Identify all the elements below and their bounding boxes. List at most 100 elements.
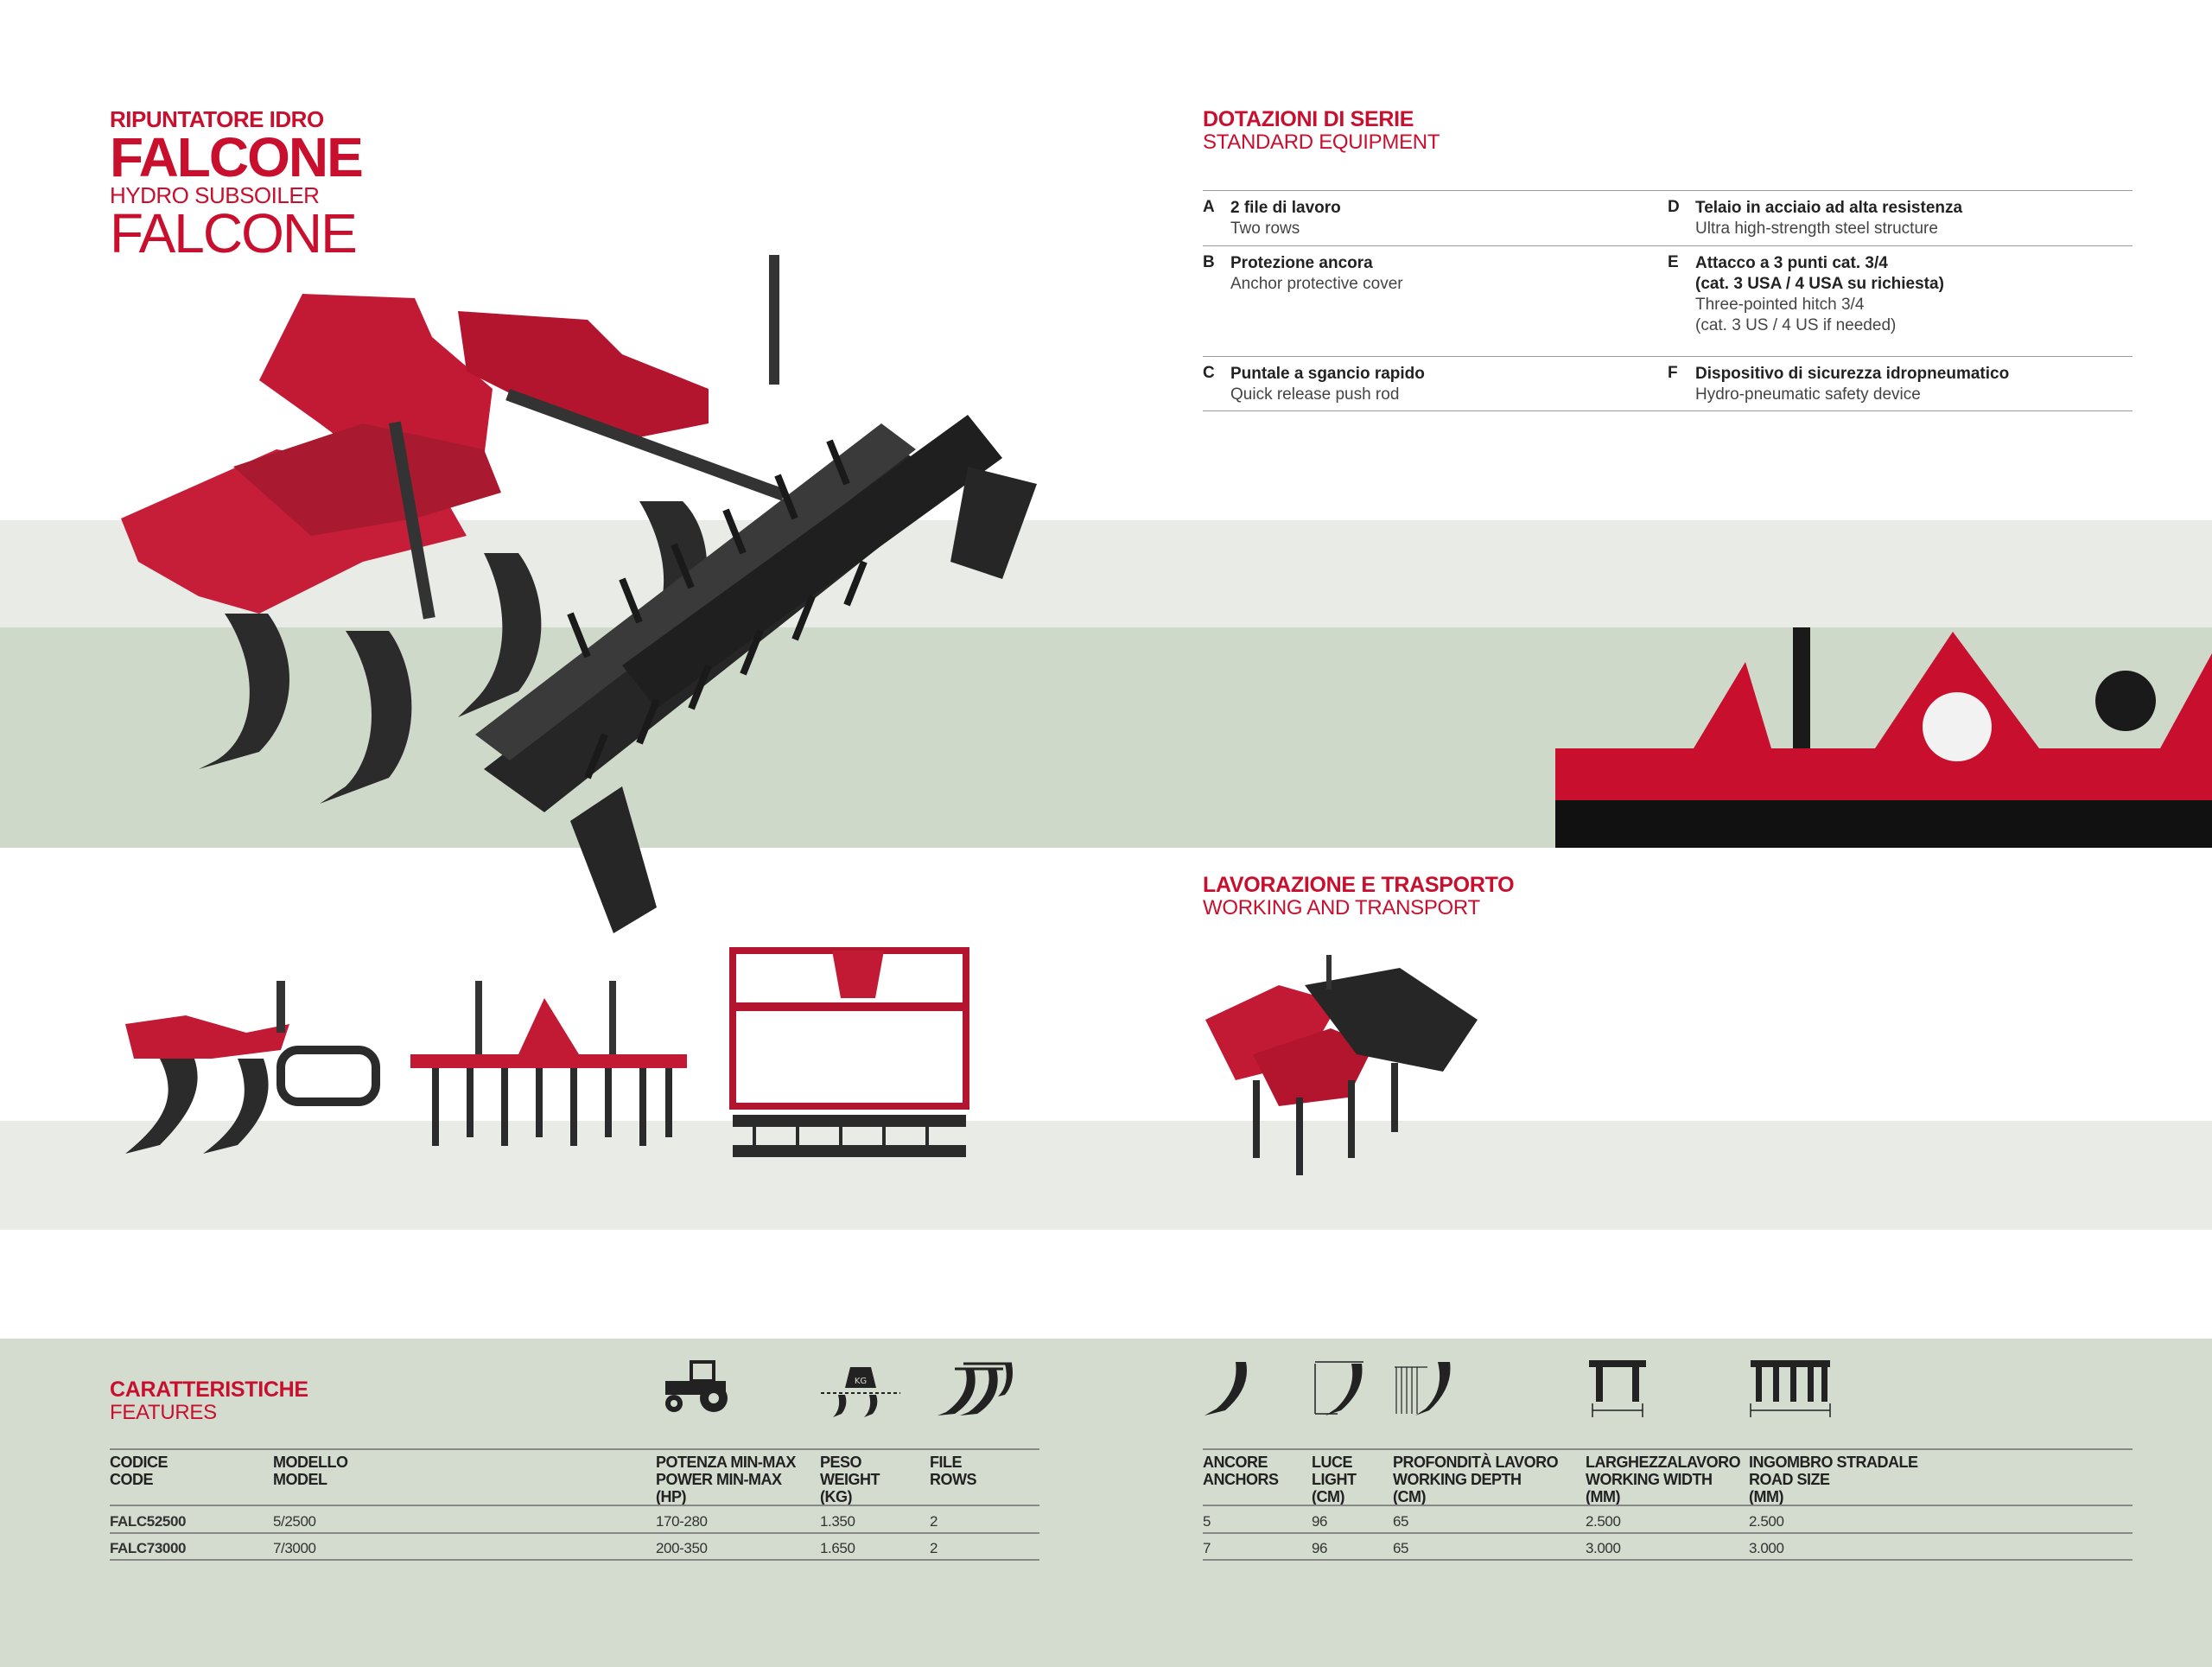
- row1-road: 2.500: [1749, 1513, 1784, 1530]
- row2-anchors: 7: [1203, 1540, 1211, 1556]
- equipment-letter: B: [1203, 253, 1215, 271]
- equipment-row-1: A 2 file di lavoro Two rows D Telaio in …: [1203, 190, 2133, 245]
- working-transport-image: [1201, 951, 1486, 1184]
- row1-weight: 1.350: [820, 1513, 855, 1530]
- equipment-it: 2 file di lavoro: [1230, 199, 1341, 217]
- table-right-top-rule: [1203, 1448, 2133, 1450]
- anchor-icon: [1201, 1358, 1256, 1419]
- table-right-bottom-rule: [1203, 1559, 2133, 1561]
- standard-equipment-title-it: DOTAZIONI DI SERIE: [1203, 107, 1414, 131]
- features-header: CARATTERISTICHE FEATURES: [110, 1378, 308, 1424]
- features-title-en: FEATURES: [110, 1401, 217, 1424]
- header-en: ANCHORS: [1203, 1471, 1279, 1488]
- header-it: PESO: [820, 1454, 862, 1471]
- header-it: MODELLO: [273, 1454, 348, 1471]
- working-transport-title-en: WORKING AND TRANSPORT: [1203, 896, 1480, 919]
- header-en: WORKING DEPTH: [1393, 1471, 1522, 1488]
- header-it: POTENZA MIN-MAX: [656, 1454, 796, 1471]
- header-en: CODE: [110, 1471, 154, 1488]
- header-it: LUCE: [1312, 1454, 1352, 1471]
- header-en: WEIGHT: [820, 1471, 880, 1488]
- header-it: ANCORE: [1203, 1454, 1268, 1471]
- background-band-light-bottom: [0, 1121, 2212, 1230]
- equipment-it: Dispositivo di sicurezza idropneumatico: [1695, 365, 2010, 383]
- row1-light: 96: [1312, 1513, 1328, 1530]
- header-en: MODEL: [273, 1471, 327, 1488]
- header-it: PROFONDITÀ LAVORO: [1393, 1454, 1559, 1471]
- equipment-en: Ultra high-strength steel structure: [1695, 220, 1938, 238]
- table-left-top-rule: [110, 1448, 1039, 1450]
- equipment-letter: F: [1668, 364, 1678, 382]
- header-width: LARGHEZZALAVORO WORKING WIDTH (MM): [1586, 1454, 1741, 1505]
- row1-width: 2.500: [1586, 1513, 1621, 1530]
- road-size-icon: [1749, 1358, 1832, 1419]
- svg-text:KG: KG: [855, 1377, 867, 1386]
- header-it: INGOMBRO STRADALE: [1749, 1454, 1918, 1471]
- row2-weight: 1.650: [820, 1540, 855, 1556]
- features-title-it: CARATTERISTICHE: [110, 1378, 308, 1402]
- header-en: ROAD SIZE: [1749, 1471, 1830, 1488]
- product-front-view-image: [406, 972, 691, 1158]
- depth-icon: [1393, 1358, 1459, 1419]
- standard-equipment-header: DOTAZIONI DI SERIE STANDARD EQUIPMENT: [1203, 107, 1440, 154]
- row2-light: 96: [1312, 1540, 1328, 1556]
- header-anchors: ANCORE ANCHORS: [1203, 1454, 1279, 1488]
- rows-icon: [929, 1358, 1015, 1419]
- equipment-letter: D: [1668, 198, 1680, 216]
- header-it: CODICE: [110, 1454, 168, 1471]
- row2-road: 3.000: [1749, 1540, 1784, 1556]
- equipment-it-line2: (cat. 3 USA / 4 USA su richiesta): [1695, 275, 1944, 293]
- row1-code: FALC52500: [110, 1513, 187, 1530]
- header-en: WORKING WIDTH: [1586, 1471, 1713, 1488]
- equipment-row-2: B Protezione ancora Anchor protective co…: [1203, 245, 2133, 356]
- header-model: MODELLO MODEL: [273, 1454, 348, 1488]
- header-unit: (HP): [656, 1488, 686, 1505]
- header-it: LARGHEZZALAVORO: [1586, 1454, 1741, 1471]
- title-line2-en: FALCONE: [110, 202, 358, 264]
- equipment-en: Hydro-pneumatic safety device: [1695, 385, 1921, 404]
- product-top-view-image: [728, 946, 970, 1162]
- equipment-letter: E: [1668, 253, 1679, 271]
- header-unit: (CM): [1393, 1488, 1426, 1505]
- row1-anchors: 5: [1203, 1513, 1211, 1530]
- weight-icon: KG: [821, 1358, 900, 1419]
- row2-code: FALC73000: [110, 1540, 187, 1556]
- equipment-en-line1: Three-pointed hitch 3/4: [1695, 296, 1865, 314]
- equipment-row-3: C Puntale a sgancio rapido Quick release…: [1203, 356, 2133, 411]
- header-light: LUCE LIGHT (CM): [1312, 1454, 1357, 1505]
- header-power: POTENZA MIN-MAX POWER MIN-MAX (HP): [656, 1454, 796, 1505]
- features-band: [0, 1339, 2212, 1667]
- table-left-bottom-rule: [110, 1559, 1039, 1561]
- table-right-row-rule: [1203, 1532, 2133, 1534]
- equipment-en-line2: (cat. 3 US / 4 US if needed): [1695, 316, 1897, 334]
- main-product-image: [104, 251, 1054, 933]
- row2-depth: 65: [1393, 1540, 1409, 1556]
- title-block: RIPUNTATORE IDRO FALCONE HYDRO SUBSOILER…: [110, 106, 364, 264]
- row2-power: 200-350: [656, 1540, 708, 1556]
- equipment-it-line1: Attacco a 3 punti cat. 3/4: [1695, 254, 1888, 272]
- title-line2-it: FALCONE: [110, 126, 364, 188]
- header-rows: FILE ROWS: [930, 1454, 977, 1488]
- header-en: LIGHT: [1312, 1471, 1357, 1488]
- equipment-en: Two rows: [1230, 220, 1300, 238]
- header-unit: (CM): [1312, 1488, 1344, 1505]
- table-left-header-rule: [110, 1505, 1039, 1506]
- row1-model: 5/2500: [273, 1513, 316, 1530]
- header-unit: (MM): [1586, 1488, 1620, 1505]
- header-code: CODICE CODE: [110, 1454, 168, 1488]
- equipment-it: Protezione ancora: [1230, 254, 1373, 272]
- header-weight: PESO WEIGHT (KG): [820, 1454, 880, 1505]
- header-it: FILE: [930, 1454, 963, 1471]
- table-right-header-rule: [1203, 1505, 2133, 1506]
- title-line1-it: RIPUNTATORE IDRO: [110, 106, 324, 132]
- header-road-size: INGOMBRO STRADALE ROAD SIZE (MM): [1749, 1454, 1918, 1505]
- working-transport-header: LAVORAZIONE E TRASPORTO WORKING AND TRAN…: [1203, 873, 1515, 919]
- header-unit: (MM): [1749, 1488, 1783, 1505]
- detail-hitch-image: [1555, 627, 2212, 848]
- header-depth: PROFONDITÀ LAVORO WORKING DEPTH (CM): [1393, 1454, 1559, 1505]
- row1-rows: 2: [930, 1513, 938, 1530]
- title-line1-en: HYDRO SUBSOILER: [110, 182, 320, 208]
- equipment-en: Anchor protective cover: [1230, 275, 1403, 293]
- table-left-row-rule: [110, 1532, 1039, 1534]
- product-side-view-image: [108, 972, 385, 1158]
